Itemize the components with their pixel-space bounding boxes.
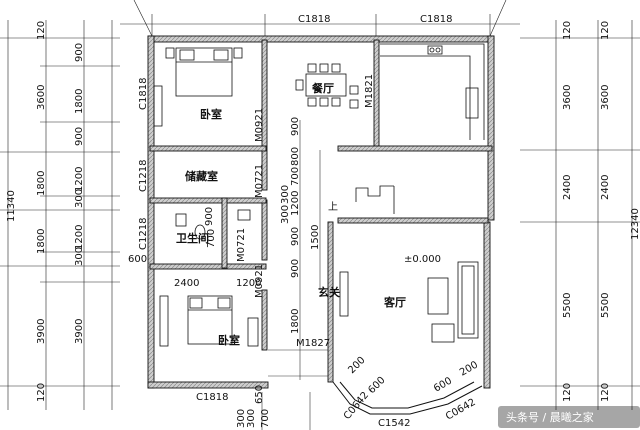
door-bedroom-top: M0921: [254, 108, 265, 142]
right-dimension-lines: [520, 20, 640, 410]
dim-left-top: 120: [36, 21, 47, 40]
dim-left-a-sub2: 1800: [74, 89, 85, 114]
dim-right-c2: 5500: [600, 293, 611, 318]
room-label-living: 客厅: [383, 295, 406, 309]
toilet-fixtures: [175, 209, 251, 240]
room-label-storage: 储藏室: [185, 169, 218, 183]
dim-left-d-sub3: 3900: [74, 319, 85, 344]
dim-left-a: 3600: [36, 85, 47, 110]
dim-left-a-sub1: 900: [74, 43, 85, 62]
dim-bay2: 600: [366, 375, 387, 396]
dim-cor10: 1800: [290, 309, 301, 334]
sofa-set: [339, 261, 479, 343]
dim-right-top: 120: [562, 21, 573, 40]
window-bay-center: C1542: [378, 418, 410, 429]
dim-bath2: 900: [204, 207, 215, 226]
elevation-label: ±0.000: [404, 254, 441, 265]
dim-left-side: 600: [128, 254, 147, 265]
dim-right-b: 2400: [562, 175, 573, 200]
dim-cor1: 900: [290, 117, 301, 136]
dim-cor2: 800: [290, 147, 301, 166]
window-bottom-left: C1818: [196, 392, 228, 403]
stairs: [355, 185, 395, 214]
dim-cor5: 300: [280, 185, 291, 204]
dim-bot1: 650: [254, 385, 265, 404]
window-top-left: C1818: [298, 14, 330, 25]
walls: [147, 35, 495, 389]
window-left-bedroom: C1818: [138, 78, 149, 110]
dim-cor9: 900: [290, 259, 301, 278]
dim-bay4: 200: [458, 360, 480, 379]
dim-right-d2: 120: [600, 383, 611, 402]
window-left-storage: C1218: [138, 160, 149, 192]
bay-window: [332, 381, 483, 415]
dim-left-b: 1800: [36, 171, 47, 196]
dim-bath1: 700: [206, 229, 217, 248]
door-entry: M1827: [296, 338, 330, 349]
dim-left-bottom: 120: [36, 383, 47, 402]
stair-up-label: 上: [328, 201, 338, 213]
watermark: 头条号 / 晨曦之家: [498, 406, 640, 428]
dim-bed-width: 2400: [174, 278, 199, 289]
door-bedroom-bottom: M0921: [254, 264, 265, 298]
dim-right-b2: 2400: [600, 175, 611, 200]
door-storage: M0721: [254, 164, 265, 198]
kitchen-counter: [380, 43, 485, 140]
dim-right-d: 120: [562, 383, 573, 402]
door-kitchen: M1821: [364, 74, 375, 108]
dim-cor3: 700: [290, 167, 301, 186]
dim-left-c-sub2: 300: [74, 247, 85, 266]
dim-bay1: 200: [346, 355, 367, 376]
dim-bay3: 600: [432, 376, 454, 395]
dim-cor11: 1200: [290, 191, 301, 216]
dining-table: [295, 63, 359, 109]
corridor-lines: [261, 120, 328, 430]
dim-cor7: 900: [290, 227, 301, 246]
dim-bed-height: 1200: [236, 278, 261, 289]
bed-bottom: [159, 295, 259, 347]
window-top-right: C1818: [420, 14, 452, 25]
dim-left-total: 11340: [6, 190, 17, 222]
left-dimension-lines: [0, 20, 120, 410]
dim-left-b-sub2: 300: [74, 189, 85, 208]
dim-bot3: 300: [246, 409, 257, 428]
dim-left-b-sub1: 1200: [74, 167, 85, 192]
dim-right-top2: 120: [600, 21, 611, 40]
door-bath: M0721: [236, 228, 247, 262]
dim-left-d: 3900: [36, 319, 47, 344]
dim-right-a2: 3600: [600, 85, 611, 110]
window-bay-right: C0642: [444, 397, 478, 423]
dim-left-c: 1800: [36, 229, 47, 254]
dim-cor8: 1500: [310, 225, 321, 250]
dim-bot2: 300: [236, 409, 247, 428]
dim-bot4: 700: [260, 409, 271, 428]
dim-right-a: 3600: [562, 85, 573, 110]
room-label-dining: 餐厅: [311, 81, 334, 95]
room-label-bathroom: 卫生间: [176, 231, 209, 245]
room-label-bedroom-top: 卧室: [200, 107, 222, 121]
room-label-bedroom-bottom: 卧室: [218, 333, 240, 347]
bed-top: [153, 47, 243, 127]
window-left-bath: C1218: [138, 218, 149, 250]
dim-cor6: 300: [280, 205, 291, 224]
dim-right-c: 5500: [562, 293, 573, 318]
dim-right-total: 12340: [630, 208, 640, 240]
dim-left-c-sub1: 1200: [74, 225, 85, 250]
watermark-text: 头条号 / 晨曦之家: [506, 410, 594, 424]
room-label-foyer: 玄关: [318, 285, 340, 299]
dim-left-a-sub3: 900: [74, 127, 85, 146]
